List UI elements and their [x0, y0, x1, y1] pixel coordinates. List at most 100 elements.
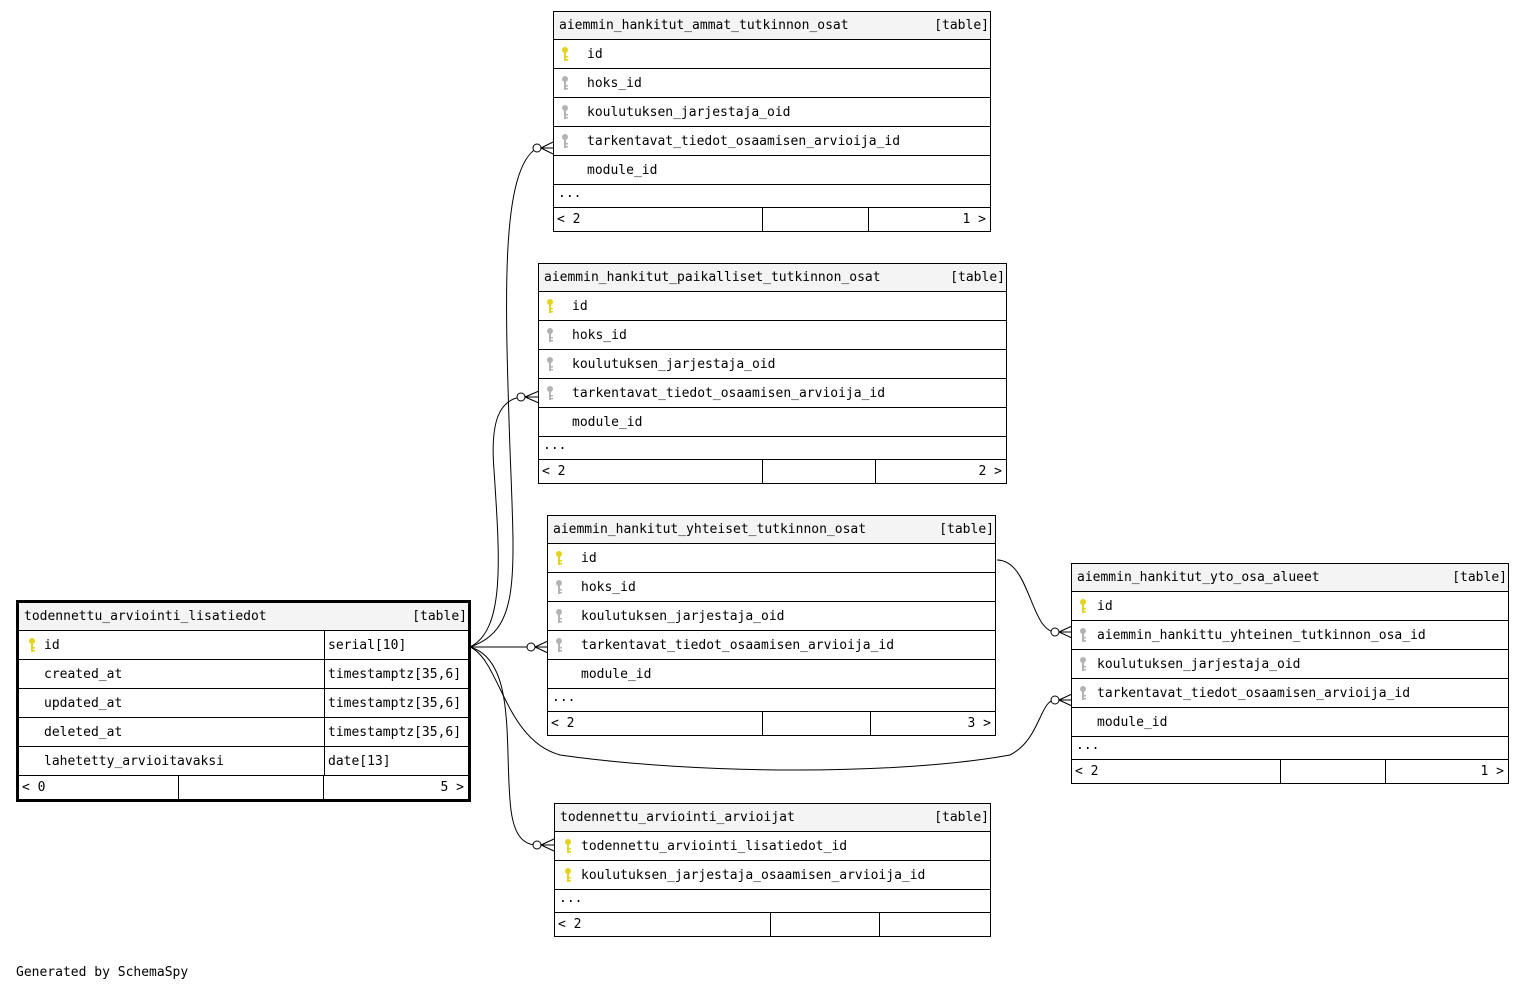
table-name: aiemmin_hankitut_yhteiset_tutkinnon_osat [553, 522, 867, 537]
column-row[interactable]: hoks_id [539, 321, 1006, 350]
foreign-key-icon [555, 608, 563, 624]
children-count[interactable] [880, 913, 990, 936]
table-aiemmin-hankitut-yto-osa-alueet[interactable]: aiemmin_hankitut_yto_osa_alueet [table] … [1071, 563, 1509, 784]
primary-key-icon [1079, 598, 1087, 614]
column-name: id [587, 46, 603, 62]
table-todennettu-arviointi-lisatiedot[interactable]: todennettu_arviointi_lisatiedot [table] … [16, 600, 471, 802]
table-footer: < 2 2 > [539, 460, 1006, 483]
row-count [179, 776, 324, 799]
column-row[interactable]: module_id [554, 156, 990, 185]
foreign-key-icon [546, 327, 554, 343]
column-row[interactable]: tarkentavat_tiedot_osaamisen_arvioija_id [548, 631, 995, 660]
column-row[interactable]: id [539, 292, 1006, 321]
table-aiemmin-hankitut-yhteiset-tutkinnon-osat[interactable]: aiemmin_hankitut_yhteiset_tutkinnon_osat… [547, 515, 996, 736]
row-count [763, 208, 869, 231]
edge-paikalliset [469, 396, 522, 648]
column-name: tarkentavat_tiedot_osaamisen_arvioija_id [1097, 685, 1411, 701]
table-todennettu-arviointi-arvioijat[interactable]: todennettu_arviointi_arvioijat [table] t… [554, 803, 991, 937]
table-header[interactable]: aiemmin_hankitut_yhteiset_tutkinnon_osat… [548, 516, 995, 544]
more-columns: ... [1072, 737, 1508, 760]
foreign-key-icon [1079, 685, 1087, 701]
column-row[interactable]: module_id [1072, 708, 1508, 737]
column-row[interactable]: koulutuksen_jarjestaja_oid [1072, 650, 1508, 679]
column-row[interactable]: tarkentavat_tiedot_osaamisen_arvioija_id [554, 127, 990, 156]
column-name: tarkentavat_tiedot_osaamisen_arvioija_id [587, 133, 901, 149]
column-name: deleted_at [44, 724, 123, 740]
column-name: aiemmin_hankittu_yhteinen_tutkinnon_osa_… [1097, 627, 1426, 643]
column-name: module_id [1097, 714, 1168, 730]
column-name: hoks_id [581, 579, 636, 595]
column-row[interactable]: id serial[10] [19, 631, 468, 660]
column-row[interactable]: tarkentavat_tiedot_osaamisen_arvioija_id [1072, 679, 1508, 708]
column-name: koulutuksen_jarjestaja_oid [581, 608, 785, 624]
parents-count[interactable]: < 2 [1072, 760, 1281, 783]
column-name: id [1097, 598, 1113, 614]
children-count[interactable]: 1 > [962, 212, 986, 227]
column-type: serial[10] [324, 631, 468, 659]
column-type: date[13] [324, 747, 468, 775]
table-aiemmin-hankitut-paikalliset-tutkinnon-osat[interactable]: aiemmin_hankitut_paikalliset_tutkinnon_o… [538, 263, 1007, 484]
column-row[interactable]: id [548, 544, 995, 573]
column-name: todennettu_arviointi_lisatiedot_id [581, 838, 848, 854]
column-row[interactable]: todennettu_arviointi_lisatiedot_id [555, 832, 990, 861]
table-header[interactable]: aiemmin_hankitut_ammat_tutkinnon_osat [t… [554, 12, 990, 40]
more-columns: ... [554, 185, 990, 208]
column-row[interactable]: hoks_id [554, 69, 990, 98]
column-name: koulutuksen_jarjestaja_oid [1097, 656, 1301, 672]
primary-key-icon [564, 867, 572, 883]
foreign-key-icon [546, 385, 554, 401]
children-count[interactable]: 2 > [978, 464, 1002, 479]
column-row[interactable]: koulutuksen_jarjestaja_oid [539, 350, 1006, 379]
table-name: aiemmin_hankitut_ammat_tutkinnon_osat [559, 18, 849, 33]
foreign-key-icon [1079, 627, 1087, 643]
column-row[interactable]: id [554, 40, 990, 69]
table-header[interactable]: todennettu_arviointi_arvioijat [table] [555, 804, 990, 832]
column-row[interactable]: module_id [539, 408, 1006, 437]
children-count[interactable]: 1 > [1480, 764, 1504, 779]
row-count [763, 712, 871, 735]
column-row[interactable]: aiemmin_hankittu_yhteinen_tutkinnon_osa_… [1072, 621, 1508, 650]
children-count[interactable]: 3 > [967, 716, 991, 731]
foreign-key-icon [561, 104, 569, 120]
table-aiemmin-hankitut-ammat-tutkinnon-osat[interactable]: aiemmin_hankitut_ammat_tutkinnon_osat [t… [553, 11, 991, 232]
table-header[interactable]: aiemmin_hankitut_paikalliset_tutkinnon_o… [539, 264, 1006, 292]
primary-key-icon [564, 838, 572, 854]
column-row[interactable]: koulutuksen_jarjestaja_osaamisen_arvioij… [555, 861, 990, 890]
column-row[interactable]: id [1072, 592, 1508, 621]
column-name: id [572, 298, 588, 314]
parents-count[interactable]: < 2 [539, 460, 763, 483]
parents-count[interactable]: < 0 [19, 776, 179, 799]
column-name: lahetetty_arvioitavaksi [44, 753, 225, 769]
column-type: timestamptz[35,6] [324, 718, 468, 746]
column-row[interactable]: hoks_id [548, 573, 995, 602]
column-name: module_id [587, 162, 658, 178]
table-footer: < 0 5 > [19, 776, 468, 799]
parents-count[interactable]: < 2 [554, 208, 763, 231]
table-tag: [table] [1452, 570, 1507, 585]
column-type: timestamptz[35,6] [324, 689, 468, 717]
column-row[interactable]: koulutuksen_jarjestaja_oid [554, 98, 990, 127]
column-row[interactable]: deleted_at timestamptz[35,6] [19, 718, 468, 747]
foreign-key-icon [561, 133, 569, 149]
foreign-key-icon [561, 75, 569, 91]
column-row[interactable]: tarkentavat_tiedot_osaamisen_arvioija_id [539, 379, 1006, 408]
edge-yhteiset-yto [996, 559, 1056, 633]
parents-count[interactable]: < 2 [555, 913, 771, 936]
edge-ammat [469, 147, 538, 648]
table-tag: [table] [934, 810, 989, 825]
foreign-key-icon [1079, 656, 1087, 672]
table-header[interactable]: aiemmin_hankitut_yto_osa_alueet [table] [1072, 564, 1508, 592]
table-header[interactable]: todennettu_arviointi_lisatiedot [table] [19, 603, 468, 631]
column-row[interactable]: koulutuksen_jarjestaja_oid [548, 602, 995, 631]
more-columns: ... [555, 890, 990, 913]
column-name: id [44, 637, 60, 653]
column-name: hoks_id [572, 327, 627, 343]
edge-arvioijat [469, 646, 538, 846]
column-row[interactable]: module_id [548, 660, 995, 689]
parents-count[interactable]: < 2 [548, 712, 763, 735]
column-row[interactable]: lahetetty_arvioitavaksi date[13] [19, 747, 468, 776]
children-count[interactable]: 5 > [440, 780, 464, 795]
